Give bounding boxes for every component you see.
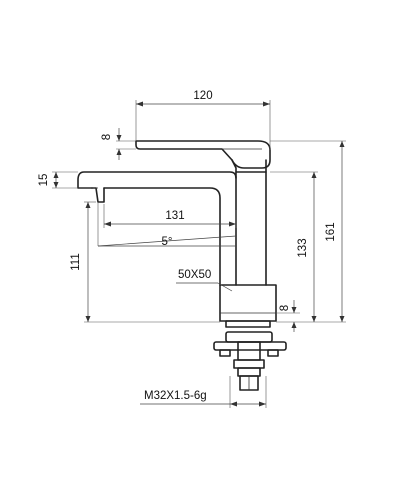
dim-label-50x50: 50X50 bbox=[178, 269, 211, 281]
mounting-bracket bbox=[213, 331, 287, 391]
dim-label-111: 111 bbox=[70, 253, 82, 270]
faucet-outline bbox=[77, 140, 287, 391]
spout-outer bbox=[77, 171, 237, 189]
dimension-50x50: 50X50 bbox=[176, 269, 233, 292]
dimension-8-lever: 8 bbox=[101, 128, 136, 160]
dimension-133: 133 bbox=[270, 171, 324, 323]
lever-handle bbox=[135, 140, 271, 169]
dim-label-thread: M32X1.5-6g bbox=[144, 390, 207, 402]
dim-label-133: 133 bbox=[297, 238, 309, 257]
dimension-15: 15 bbox=[38, 171, 78, 189]
dimension-161: 161 bbox=[270, 140, 346, 323]
dim-label-131: 131 bbox=[165, 210, 184, 222]
dimension-thread: M32X1.5-6g bbox=[140, 376, 267, 408]
base-plate bbox=[225, 320, 271, 328]
dimension-131: 131 bbox=[103, 204, 237, 228]
dim-label-8-base: 8 bbox=[279, 305, 291, 311]
dimension-111: 111 bbox=[70, 201, 220, 323]
base-block bbox=[219, 284, 277, 322]
dim-label-8-lever: 8 bbox=[101, 134, 113, 140]
spout-outlet bbox=[91, 187, 105, 203]
spout-inner bbox=[103, 187, 221, 286]
dim-label-5-degree: 5° bbox=[162, 236, 173, 248]
dim-label-120: 120 bbox=[193, 90, 212, 102]
dim-label-161: 161 bbox=[325, 222, 337, 241]
dimension-120: 120 bbox=[135, 90, 271, 150]
dimension-angle-5: 5° bbox=[97, 202, 237, 248]
dim-label-15: 15 bbox=[38, 174, 50, 187]
dimension-8-base: 8 bbox=[276, 300, 300, 332]
